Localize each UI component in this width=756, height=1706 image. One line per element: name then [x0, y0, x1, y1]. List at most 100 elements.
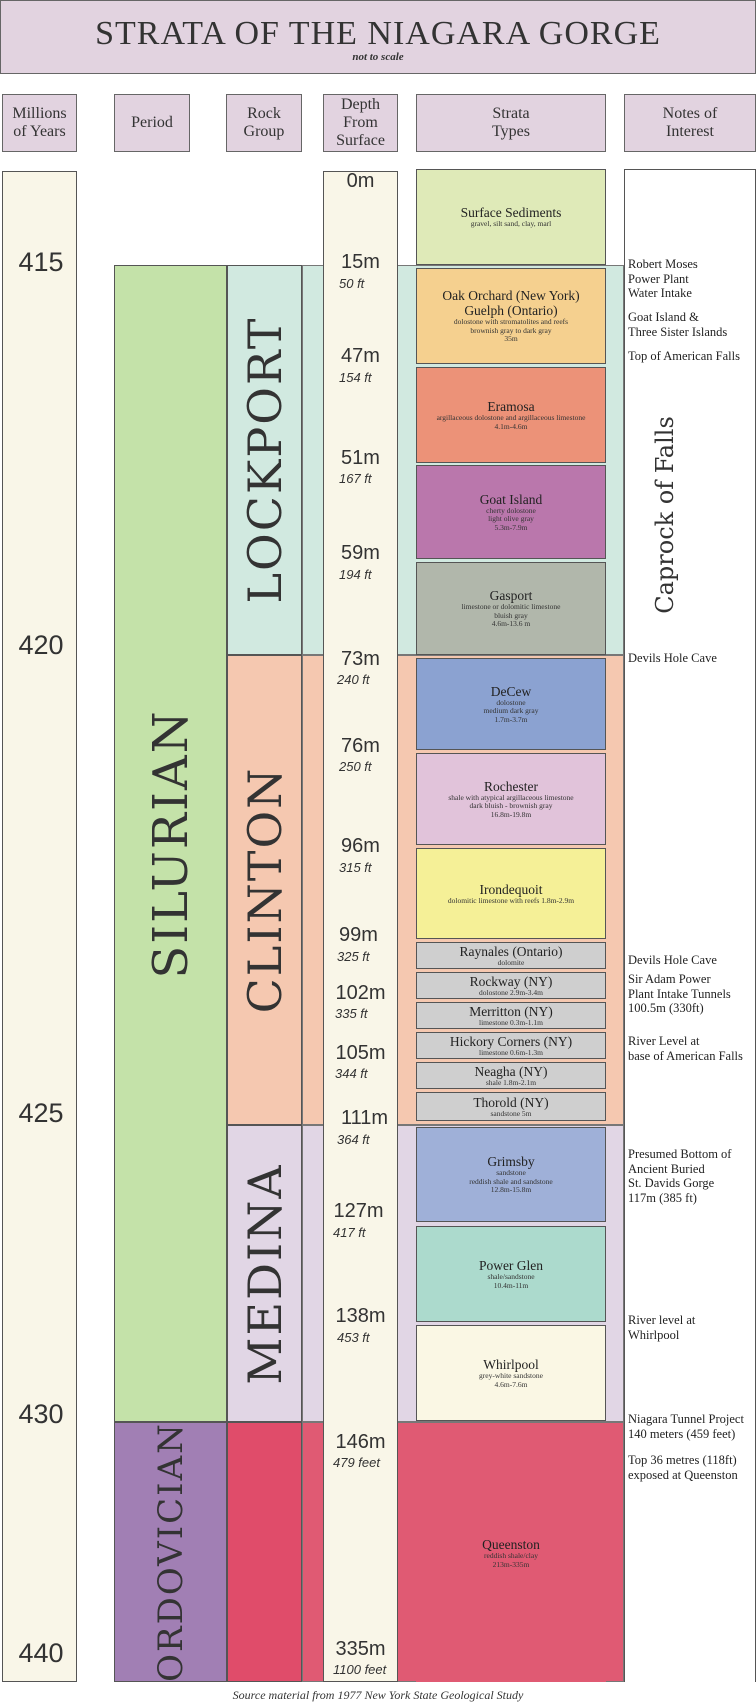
stratum-desc: grey-white sandstone 4.6m-7.6m — [479, 1371, 543, 1389]
depth-meters: 111m — [340, 1107, 389, 1129]
stratum-desc: dolomitic limestone with reefs 1.8m-2.9m — [447, 895, 575, 905]
stratum-desc: dolostone medium dark gray 1.7m-3.7m — [483, 697, 539, 724]
header-millions-of-years: Millions of Years — [2, 94, 77, 152]
period-ordovician: ORDOVICIAN — [114, 1422, 227, 1682]
stratum-name: Oak Orchard (New York) Guelph (Ontario) — [442, 288, 580, 319]
stratum-desc: shale with atypical argillaceous limesto… — [448, 792, 574, 819]
caprock-label: Caprock of Falls — [651, 416, 679, 614]
stratum-raynales: Raynales (Ontario) dolomite — [416, 942, 606, 969]
stratum-name: Eramosa — [487, 399, 535, 414]
depth-feet: 154 ft — [339, 370, 372, 385]
stratum-desc: limestone 0.3m-1.1m — [479, 1017, 543, 1027]
note-item: Top 36 metres (118ft) exposed at Queenst… — [628, 1453, 738, 1482]
note-item: Niagara Tunnel Project 140 meters (459 f… — [628, 1412, 744, 1441]
header-millions-label: Millions of Years — [12, 105, 67, 140]
stratum-decew: DeCew dolostone medium dark gray 1.7m-3.… — [416, 658, 606, 750]
stratum-name: Queenston — [482, 1537, 540, 1552]
group-medina-label: MEDINA — [237, 1162, 292, 1385]
note-item: River level at Whirlpool — [628, 1313, 696, 1342]
stratum-desc: sandstone reddish shale and sandstone 12… — [469, 1168, 553, 1195]
note-item: Presumed Bottom of Ancient Buried St. Da… — [628, 1147, 732, 1205]
depth-feet: 1100 feet — [333, 1662, 387, 1677]
depth-feet: 50 ft — [339, 276, 365, 291]
depth-feet: 344 ft — [335, 1066, 368, 1081]
depth-feet: 167 ft — [339, 471, 372, 486]
stratum-gasport: Gasport limestone or dolomitic limestone… — [416, 562, 606, 655]
depth-feet: 194 ft — [339, 567, 372, 582]
depth-meters: 335m — [335, 1638, 386, 1660]
stratum-desc: dolomite — [497, 957, 525, 967]
stratum-name: Rochester — [484, 778, 538, 794]
stratum-name: Surface Sediments — [460, 205, 562, 221]
stratum-name: Grimsby — [487, 1154, 535, 1170]
note-item: Devils Hole Cave — [628, 651, 717, 665]
stratum-name: DeCew — [490, 683, 532, 699]
depth-meters: 59m — [341, 542, 380, 564]
depth-meters: 138m — [335, 1305, 386, 1327]
header-depth: Depth From Surface — [323, 94, 398, 152]
depth-column — [323, 171, 398, 1682]
group-lockport-label: LOCKPORT — [237, 316, 292, 604]
page-subtitle: not to scale — [352, 51, 404, 63]
stratum-desc: limestone or dolomitic limestone bluish … — [461, 602, 561, 629]
stratum-desc: argillaceous dolostone and argillaceous … — [436, 413, 586, 431]
stratum-irondequoit: Irondequoit dolomitic limestone with ree… — [416, 848, 606, 939]
stratum-thorold: Thorold (NY) sandstone 5m — [416, 1092, 606, 1121]
stratum-name: Power Glen — [478, 1258, 544, 1273]
year-label: 420 — [18, 630, 64, 660]
stratum-name: Gasport — [489, 588, 533, 604]
period-ordovician-label: ORDOVICIAN — [150, 1422, 191, 1682]
depth-meters: 51m — [341, 447, 380, 469]
header-depth-label: Depth From Surface — [336, 96, 385, 149]
period-silurian: SILURIAN — [114, 265, 227, 1422]
depth-feet: 453 ft — [337, 1330, 370, 1345]
header-rock-group: Rock Group — [226, 94, 302, 152]
header-notes: Notes of Interest — [624, 94, 756, 152]
depth-feet: 417 ft — [333, 1225, 366, 1240]
group-medina: MEDINA — [227, 1125, 302, 1422]
years-column: 415 420 425 430 440 — [2, 171, 77, 1682]
stratum-name: Thorold (NY) — [473, 1094, 549, 1110]
depth-feet: 240 ft — [337, 672, 370, 687]
note-item: Top of American Falls — [628, 349, 740, 363]
stratum-desc: cherty dolostone light olive gray 5.3m-7… — [486, 505, 536, 532]
stratum-power-glen: Power Glen shale/sandstone 10.4m-11m — [416, 1226, 606, 1322]
depth-meters: 146m — [335, 1431, 386, 1453]
year-label: 425 — [18, 1098, 64, 1128]
note-item: Sir Adam Power Plant Intake Tunnels 100.… — [628, 972, 731, 1015]
stratum-rockway: Rockway (NY) dolostone 2.9m-3.4m — [416, 972, 606, 999]
stratum-hickory-corners: Hickory Corners (NY) limestone 0.6m-1.3m — [416, 1032, 606, 1059]
depth-meters: 127m — [333, 1200, 384, 1222]
note-item: River Level at base of American Falls — [628, 1034, 743, 1063]
title-banner: STRATA OF THE NIAGARA GORGE not to scale — [0, 0, 756, 74]
stratum-oak-orchard: Oak Orchard (New York) Guelph (Ontario) … — [416, 268, 606, 364]
stratum-name: Neagha (NY) — [474, 1063, 548, 1079]
stratum-name: Goat Island — [479, 491, 543, 507]
header-notes-label: Notes of Interest — [662, 105, 718, 140]
stratum-name: Merritton (NY) — [469, 1003, 553, 1019]
depth-meters: 15m — [341, 251, 380, 273]
header-rock-group-label: Rock Group — [243, 105, 285, 140]
stratum-grimsby: Grimsby sandstone reddish shale and sand… — [416, 1127, 606, 1222]
stratum-surface-sediments: Surface Sediments gravel, silt sand, cla… — [416, 169, 606, 265]
header-strata-label: Strata Types — [492, 105, 530, 140]
note-item: Robert Moses Power Plant Water Intake — [628, 257, 698, 300]
note-item: Goat Island & Three Sister Islands — [628, 310, 728, 339]
header-strata-types: Strata Types — [416, 94, 606, 152]
header-period: Period — [114, 94, 190, 152]
stratum-name: Raynales (Ontario) — [459, 943, 563, 959]
depth-meters: 0m — [346, 170, 375, 192]
header-period-label: Period — [131, 114, 173, 131]
depth-meters: 96m — [341, 835, 380, 857]
stratum-queenston: Queenston reddish shale/clay 213m-335m — [416, 1424, 606, 1682]
period-silurian-label: SILURIAN — [142, 708, 199, 979]
depth-feet: 335 ft — [335, 1006, 368, 1021]
depth-meters: 99m — [339, 924, 378, 946]
group-clinton: CLINTON — [227, 655, 302, 1125]
year-label: 415 — [18, 247, 64, 277]
depth-meters: 102m — [335, 982, 386, 1004]
depth-meters: 73m — [341, 648, 380, 670]
source-footer: Source material from 1977 New York State… — [232, 1688, 524, 1702]
group-ordovician — [227, 1422, 302, 1682]
stratum-rochester: Rochester shale with atypical argillaceo… — [416, 753, 606, 845]
